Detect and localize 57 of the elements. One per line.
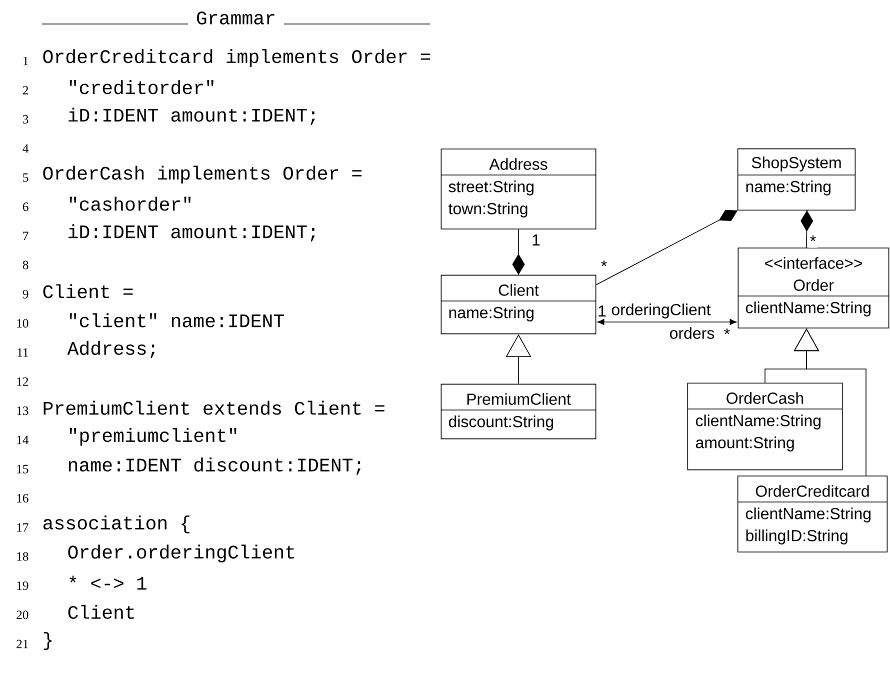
code-line: * <-> 1 xyxy=(70,576,146,590)
class-box: PremiumClient discount:String xyxy=(440,384,596,440)
role-name: orderingClient xyxy=(612,304,711,318)
line-number: 14 xyxy=(17,436,29,444)
code-line: iD:IDENT amount:IDENT; xyxy=(68,108,315,125)
code-line: OrderCreditcard implements Order = xyxy=(43,49,430,67)
multiplicity: * xyxy=(601,260,607,266)
code-line: Order.orderingClient xyxy=(68,544,294,562)
class-box: <<interface>> Order clientName:String xyxy=(738,248,890,328)
code-line: } xyxy=(44,632,52,650)
code-line: Address; xyxy=(67,340,155,358)
code-line: "client" name:IDENT xyxy=(70,313,284,328)
role-name: orders xyxy=(670,327,714,339)
connector xyxy=(512,229,525,276)
line-number: 17 xyxy=(17,523,28,532)
code-line: PremiumClient extends Client = xyxy=(44,400,384,415)
line-number: 8 xyxy=(22,260,28,270)
line-number: 15 xyxy=(17,464,28,474)
code-line: Client = xyxy=(43,284,133,298)
line-number: 19 xyxy=(17,581,28,590)
line-number: 10 xyxy=(17,319,28,328)
line-number: 16 xyxy=(17,494,28,502)
code-line: iD:IDENT amount:IDENT; xyxy=(68,224,315,242)
line-number: 13 xyxy=(17,406,28,416)
multiplicity: 1 xyxy=(532,234,540,246)
line-number: 12 xyxy=(17,377,28,386)
line-number: 5 xyxy=(23,173,28,182)
line-number: 2 xyxy=(22,86,28,94)
code-line: "creditorder" xyxy=(70,80,214,94)
line-number: 21 xyxy=(16,640,28,648)
line-number: 3 xyxy=(23,115,28,124)
connector xyxy=(800,210,814,248)
line-number: 6 xyxy=(22,202,28,212)
class-box: ShopSystem name:String xyxy=(737,148,856,211)
connector xyxy=(596,210,738,286)
code-line: Client xyxy=(68,604,134,619)
title: Grammar xyxy=(197,12,274,24)
code-line: "cashorder" xyxy=(70,196,191,211)
class-box: Client name:String xyxy=(440,274,596,334)
code-line: association { xyxy=(43,516,190,534)
class-box: OrderCash clientName:String amount:String xyxy=(687,382,843,470)
line-number: 11 xyxy=(18,348,28,357)
code-line: name:IDENT discount:IDENT; xyxy=(68,458,361,475)
line-number: 20 xyxy=(16,610,28,620)
class-box: Address street:String town:String xyxy=(440,148,596,230)
line-number: 18 xyxy=(17,552,28,561)
multiplicity: * xyxy=(810,236,816,242)
multiplicity: 1 xyxy=(598,306,606,316)
code-line: OrderCash implements Order = xyxy=(43,166,362,184)
multiplicity: * xyxy=(724,328,730,334)
code-line: "premiumclient" xyxy=(70,428,236,446)
line-number: 4 xyxy=(22,144,29,153)
line-number: 7 xyxy=(23,232,28,240)
class-box: OrderCreditcard clientName:String billingID:String xyxy=(737,476,888,552)
line-number: 9 xyxy=(22,290,28,298)
connector xyxy=(597,319,737,325)
line-number: 1 xyxy=(24,56,28,66)
